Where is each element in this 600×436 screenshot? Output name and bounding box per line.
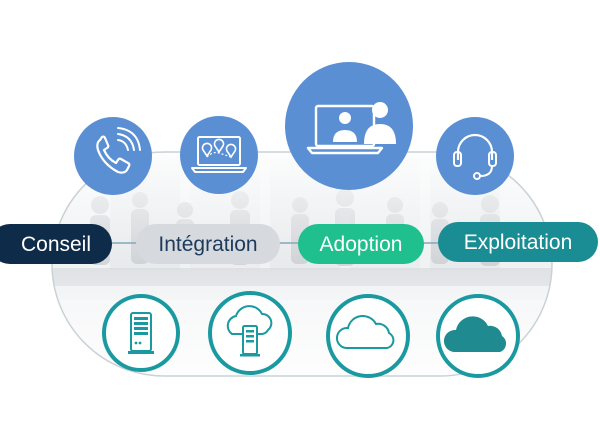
video-meeting-icon — [285, 62, 413, 190]
phase-pill-adoption: Adoption — [298, 224, 424, 264]
cloud-outline-icon — [326, 294, 410, 378]
phase-label: Exploitation — [464, 231, 573, 254]
laptop-map-icon — [180, 116, 258, 194]
headset-icon — [436, 117, 514, 195]
phase-pill-exploitation: Exploitation — [438, 222, 598, 262]
phase-label: Conseil — [21, 233, 91, 256]
phase-pill-conseil: Conseil — [0, 224, 112, 264]
cloud-server-icon — [208, 291, 292, 375]
phase-pill-integration: Intégration — [136, 224, 280, 264]
phone-icon — [74, 117, 152, 195]
cloud-solid-icon — [436, 294, 520, 378]
phase-label: Intégration — [158, 233, 257, 256]
phase-label: Adoption — [320, 233, 403, 256]
server-icon — [102, 294, 180, 372]
